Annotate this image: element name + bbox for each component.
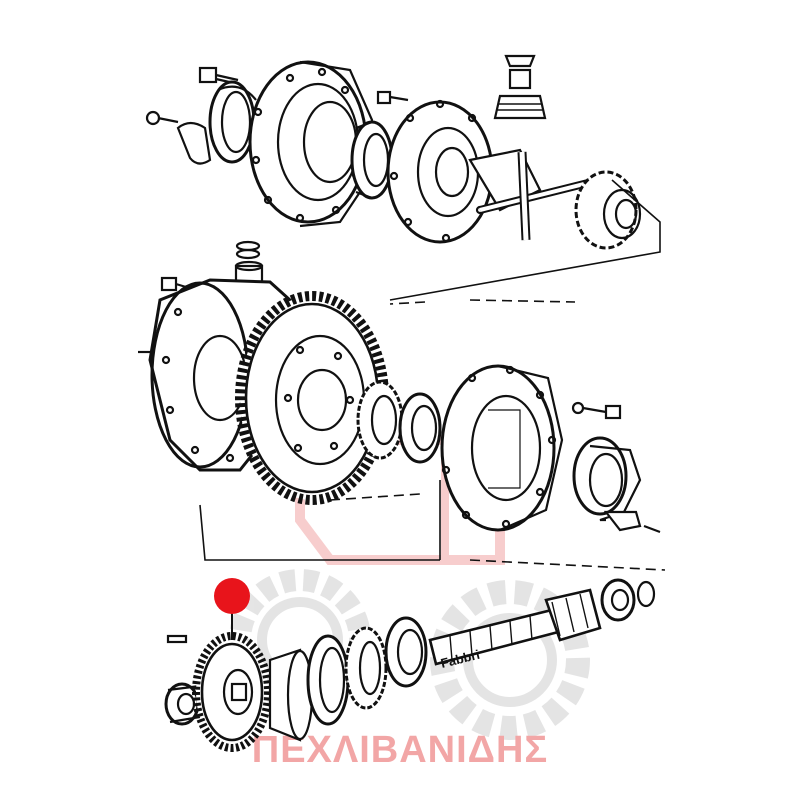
bearing-race bbox=[344, 626, 388, 710]
crown-gear bbox=[235, 291, 389, 505]
pinion-shaft bbox=[428, 588, 602, 666]
coupling bbox=[268, 648, 314, 742]
bolt-icon bbox=[571, 401, 622, 420]
bearing-cup bbox=[398, 392, 442, 464]
bolt-icon bbox=[376, 90, 409, 105]
guide-line bbox=[199, 480, 441, 561]
spider-gear-set bbox=[468, 148, 601, 241]
flange-carrier bbox=[440, 364, 564, 532]
bolt-icon bbox=[198, 66, 239, 86]
guide-line bbox=[389, 299, 576, 305]
end-bearing bbox=[600, 578, 656, 622]
spur-gear bbox=[192, 632, 272, 752]
nut-icon bbox=[164, 682, 208, 726]
bearing-cone bbox=[306, 634, 350, 726]
oil-seal bbox=[572, 436, 642, 522]
pin-icon bbox=[166, 634, 188, 644]
washer-stack bbox=[234, 240, 264, 284]
bearing bbox=[356, 380, 404, 460]
locking-plate bbox=[176, 121, 212, 165]
small-bolt-icon bbox=[145, 110, 179, 126]
guide-line bbox=[389, 179, 661, 301]
retainer-plate bbox=[603, 510, 661, 534]
flange-cover bbox=[248, 60, 374, 228]
side-gear bbox=[574, 170, 642, 250]
bearing-cup bbox=[384, 616, 428, 688]
top-assembly bbox=[145, 54, 661, 305]
middle-assembly bbox=[138, 240, 666, 571]
callout-marker[interactable] bbox=[214, 578, 250, 614]
bearing bbox=[350, 120, 394, 200]
pinion-gear-icon bbox=[493, 54, 547, 120]
guide-line bbox=[329, 493, 666, 571]
